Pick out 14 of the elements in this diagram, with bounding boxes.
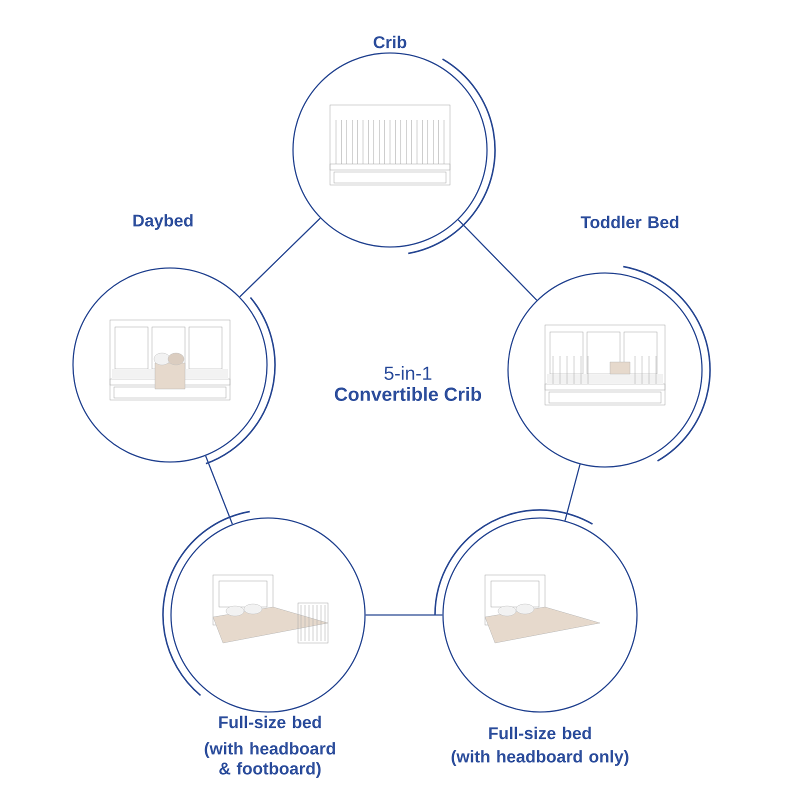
center-title: Convertible Crib <box>334 387 482 401</box>
heading-text: Crib <box>374 36 406 48</box>
heading-text: (with headboard & footboard) <box>204 742 335 778</box>
heading-text: Full-size bed <box>219 716 321 728</box>
connector-line <box>239 218 321 298</box>
connector-line <box>366 614 442 616</box>
connector-line <box>458 219 538 301</box>
center-title: 5-in-1 <box>384 366 432 380</box>
heading-text: Toddler Bed <box>580 216 678 228</box>
connector-line <box>205 456 233 524</box>
connector-line <box>564 464 581 521</box>
heading-text: (with headboard only) <box>452 750 628 766</box>
heading-text: Full-size bed <box>489 726 591 740</box>
heading-text: Daybed <box>133 214 193 230</box>
